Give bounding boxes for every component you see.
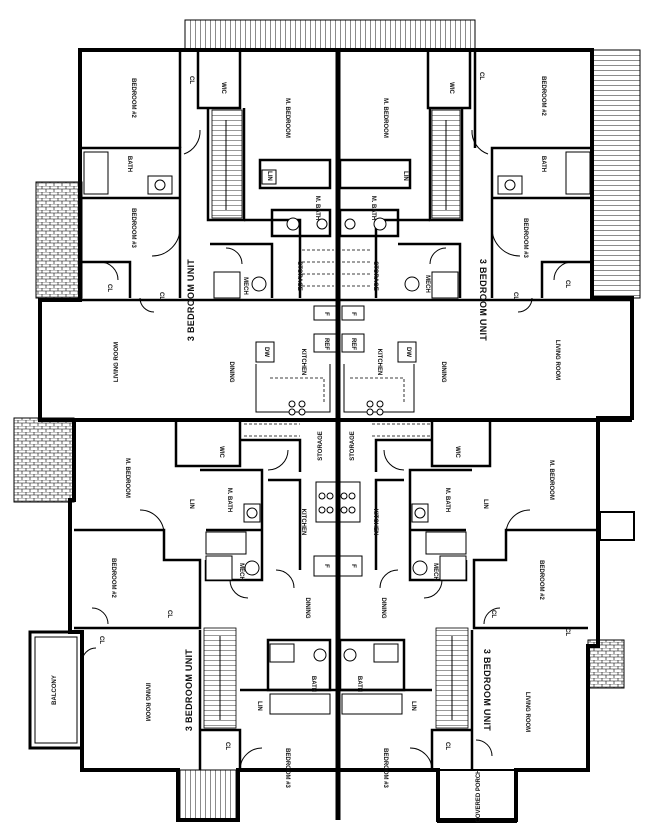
label-bedroom3-tr: BEDROOM #3	[522, 218, 528, 258]
label-lin-bl-2: LIN	[256, 701, 262, 711]
label-balcony: BALCONY	[52, 675, 58, 705]
label-mech-br: MECH	[432, 563, 438, 581]
label-kitchen-br: KITCHEN	[372, 509, 378, 536]
left-brick-patio-2	[13, 417, 75, 503]
label-lin-br-2: LIN	[410, 701, 416, 711]
bottom-deck	[177, 769, 239, 821]
label-cl-br-1: CL	[490, 610, 496, 618]
label-bath-tr: BATH	[540, 156, 546, 172]
label-cl-tl-1: CL	[188, 76, 194, 84]
label-lin-tr: LIN	[402, 171, 408, 181]
label-covered-porch: COVERED PORCH	[476, 769, 482, 822]
label-kitchen-tl: KITCHEN	[300, 349, 306, 376]
label-wic-br: WIC	[454, 446, 460, 458]
label-cl-tr-2: CL	[564, 280, 570, 288]
label-bedroom3-br: BEDROOM #3	[382, 748, 388, 788]
unit-label-top-right: 3 BEDROOM UNIT	[478, 259, 488, 341]
label-f-bl: F	[323, 564, 329, 568]
label-bath-bl: BATH	[310, 676, 316, 692]
label-living-tr: LIVING ROOM	[554, 340, 560, 380]
label-mbedroom-tl: M. BEDROOM	[284, 98, 290, 138]
label-mbedroom-bl: M. BEDROOM	[124, 458, 130, 498]
label-living-tl: LIVING ROOM	[114, 342, 120, 382]
label-mbath-tl: M. BATH	[314, 196, 320, 221]
label-storage-tr: STORAGE	[372, 261, 378, 291]
label-wic-tl: WIC	[220, 82, 226, 94]
label-mech-tr: MECH	[424, 275, 430, 293]
unit-label-bottom-right: 3 BEDROOM UNIT	[482, 649, 492, 731]
label-mbath-br: M. BATH	[444, 488, 450, 513]
label-cl-bl-3: CL	[224, 742, 230, 750]
label-cl-bl-1: CL	[166, 610, 172, 618]
label-dw-tr: DW	[405, 347, 411, 357]
label-mbath-tr: M. BATH	[370, 196, 376, 221]
label-bedroom2-tl: BEDROOM #2	[130, 78, 136, 118]
label-bath-br: BATH	[356, 676, 362, 692]
label-dining-br: DINING	[380, 598, 386, 619]
label-kitchen-tr: KITCHEN	[376, 349, 382, 376]
unit-label-bottom-left: 3 BEDROOM UNIT	[184, 649, 194, 731]
label-kitchen-bl: KITCHEN	[300, 509, 306, 536]
label-bedroom3-bl: BEDROOM #3	[284, 748, 290, 788]
label-dining-bl: DINING	[304, 598, 310, 619]
left-brick-patio	[35, 181, 83, 299]
label-dw-tl: DW	[263, 347, 269, 357]
label-lin-br: LIN	[482, 499, 488, 509]
label-mbath-bl: M. BATH	[226, 488, 232, 513]
label-wic-tr: WIC	[448, 82, 454, 94]
top-deck	[184, 19, 476, 51]
label-living-br: LIVING ROOM	[524, 692, 530, 732]
label-bath-tl: BATH	[126, 156, 132, 172]
label-bedroom2-br: BEDROOM #2	[538, 560, 544, 600]
label-cl-br-2: CL	[564, 628, 570, 636]
label-bedroom2-bl: BEDROOM #2	[110, 558, 116, 598]
label-dining-tr: DINING	[440, 362, 446, 383]
label-storage-br: STORAGE	[350, 431, 356, 461]
label-lin-bl: LIN	[188, 499, 194, 509]
label-cl-tr-3: CL	[512, 292, 518, 300]
label-mbedroom-br: M. BEDROOM	[548, 460, 554, 500]
label-cl-tl-2: CL	[106, 284, 112, 292]
label-mech-bl: MECH	[238, 563, 244, 581]
label-mbedroom-tr: M. BEDROOM	[382, 98, 388, 138]
right-deck	[591, 49, 641, 299]
label-f-tr: F	[350, 312, 356, 316]
label-ref-tr: REF	[350, 338, 356, 350]
right-small-deck	[599, 511, 635, 541]
label-storage-tl: STORAGE	[296, 261, 302, 291]
label-dining-tl: DINING	[228, 362, 234, 383]
balcony	[28, 630, 84, 750]
label-cl-br-3: CL	[444, 742, 450, 750]
label-bedroom2-tr: BEDROOM #2	[540, 76, 546, 116]
label-f-br: F	[350, 564, 356, 568]
label-f-tl: F	[323, 312, 329, 316]
label-cl-bl-2: CL	[98, 636, 104, 644]
label-cl-tl-3: CL	[158, 292, 164, 300]
label-bedroom3-tl: BEDROOM #3	[130, 208, 136, 248]
label-ref-tl: REF	[323, 338, 329, 350]
label-living-bl: IIVING ROOM	[144, 683, 150, 721]
label-cl-tr-1: CL	[478, 72, 484, 80]
label-lin-tl: LIN	[266, 171, 272, 181]
label-mech-tl: MECH	[242, 277, 248, 295]
label-storage-bl: STORAGE	[318, 431, 324, 461]
label-wic-bl: WIC	[218, 446, 224, 458]
unit-label-top-left: 3 BEDROOM UNIT	[186, 259, 196, 341]
